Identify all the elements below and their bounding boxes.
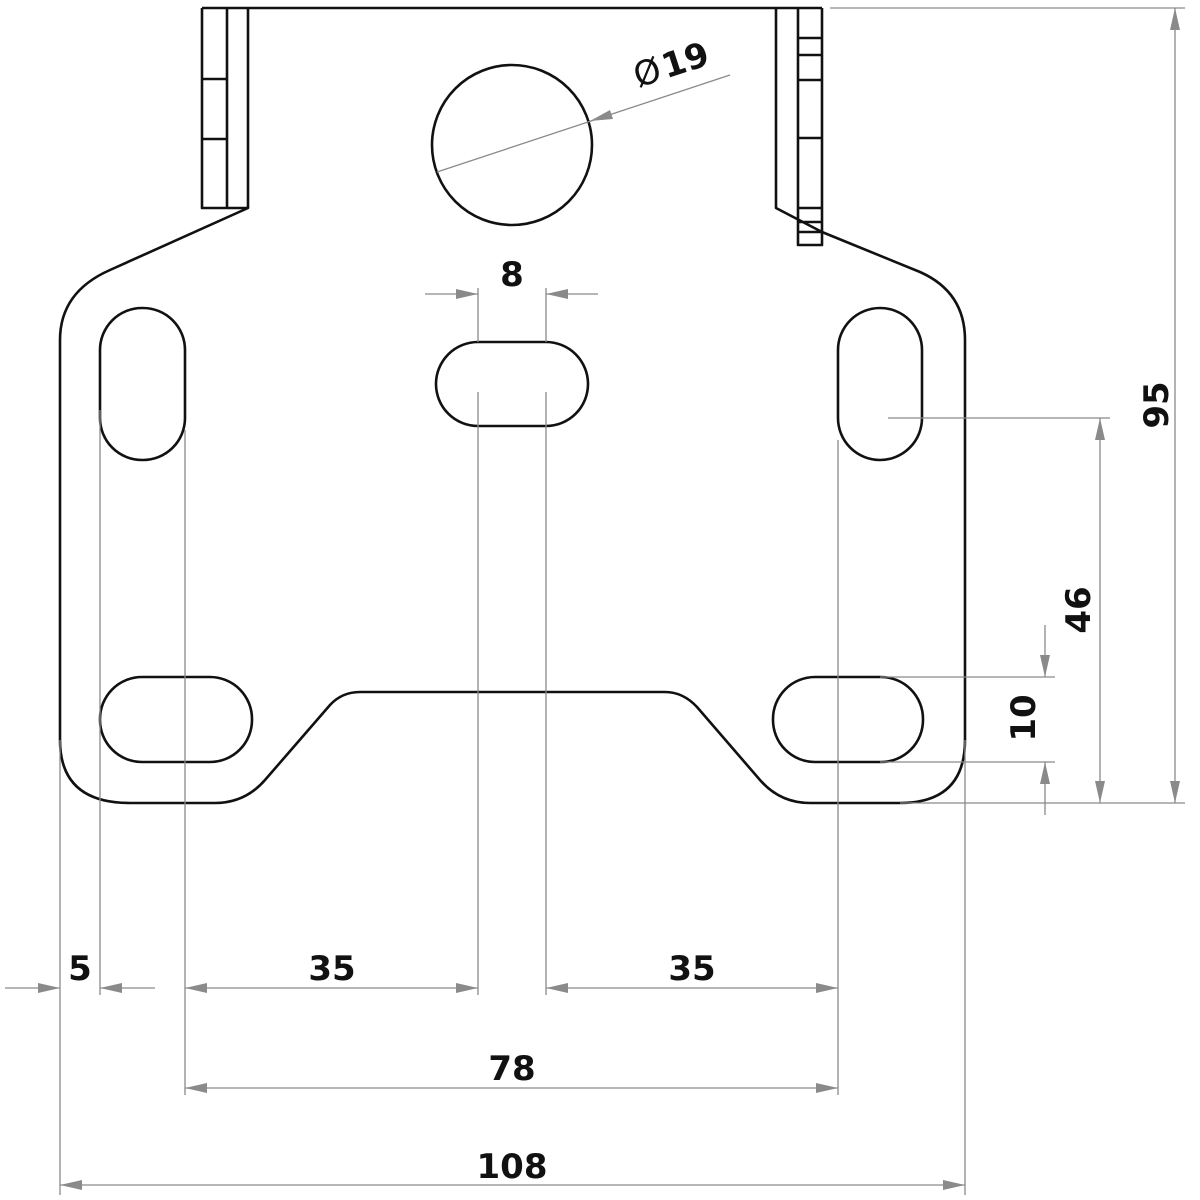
label-slot-span: 78 (488, 1049, 535, 1089)
label-hole-diameter: 19 (657, 34, 714, 87)
slot-top-left (98, 306, 187, 462)
label-slot-width: 8 (500, 255, 524, 295)
slot-top-right (836, 306, 924, 462)
right-flange (774, 8, 824, 247)
slot-bottom-left (98, 675, 254, 764)
label-overall-width: 108 (477, 1147, 548, 1187)
dimension-lines (5, 7, 1185, 1195)
label-overall-height: 95 (1137, 381, 1177, 428)
center-hole (430, 63, 594, 227)
label-edge-offset: 5 (68, 949, 92, 989)
bracket-outline (58, 6, 967, 805)
label-right-spacing: 35 (668, 949, 715, 989)
label-slot-height: 10 (1004, 694, 1044, 741)
slot-bottom-right (771, 675, 925, 764)
bracket-part (58, 6, 967, 805)
slot-center (434, 340, 590, 428)
extension-lines (59, 7, 1185, 1195)
label-slot-vertical-spacing: 46 (1059, 586, 1099, 633)
label-left-spacing: 35 (308, 949, 355, 989)
left-flange (202, 8, 250, 208)
